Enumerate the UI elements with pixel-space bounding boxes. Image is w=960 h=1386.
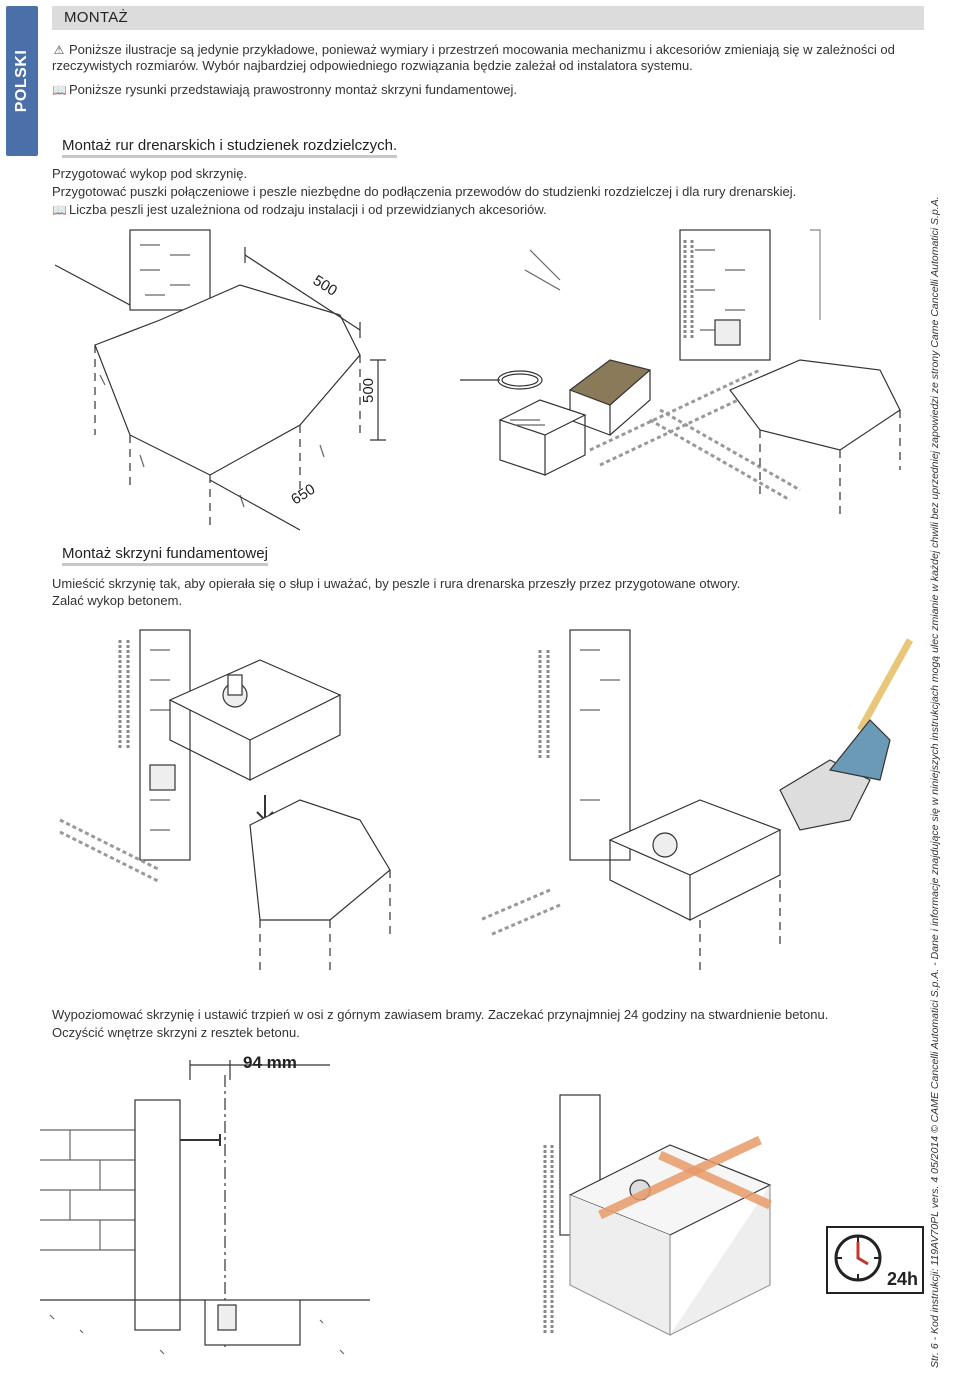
clock-icon [834,1234,882,1282]
warning-icon: ⚠ [53,43,65,57]
section3-line1: Wypoziomować skrzynię i ustawić trzpień … [52,1007,829,1022]
book-icon: 📖 [52,203,67,217]
leveling-illustration [543,1094,772,1336]
concrete-pouring-illustration [479,629,914,970]
dim-top-label: 500 [310,272,340,300]
cross-section-illustration: 94 mm [40,1053,370,1355]
section1-note-text: Liczba peszli jest uzależniona od rodzaj… [69,202,547,217]
excavation-illustration: 500 500 650 [54,229,386,531]
language-tab-label: POLSKI [13,49,30,113]
section1-heading-text: Montaż rur drenarskich i studzienek rozd… [62,137,398,154]
section3-line2: Oczyścić wnętrze skrzyni z resztek beton… [52,1025,300,1040]
section2-heading-text: Montaż skrzyni fundamentowej [62,545,268,562]
timer-label: 24h [886,1269,918,1289]
box-placement-illustration [59,629,391,975]
section1-heading: Montaż rur drenarskich i studzienek rozd… [62,137,398,158]
book-icon: 📖 [52,83,67,97]
language-tab: POLSKI [6,6,38,156]
section2-line1: Umieścić skrzynię tak, aby opierała się … [52,576,741,591]
dim-94mm-label: 94 mm [243,1053,297,1072]
section-header: MONTAŻ [52,6,924,30]
section1-line1: Przygotować wykop pod skrzynię. [52,166,248,181]
dim-side-label: 500 [360,378,377,403]
footer-vertical: Str. 6 - Kod instrukcji: 119AV70PL vers.… [929,196,958,1380]
section2-line2: Zalać wykop betonem. [52,593,183,608]
intro-note-text: Poniższe rysunki przedstawiają prawostro… [69,82,517,97]
warning-line2: rzeczywistych rozmiarów. Wybór najbardzi… [52,58,693,73]
dim-bottom-label: 650 [288,481,318,509]
junction-box-illustration [460,229,901,520]
section1-line2: Przygotować puszki połączeniowe i peszle… [52,184,797,199]
warning-line1: Poniższe ilustracje są jedynie przykłado… [69,42,895,57]
intro-note: 📖Poniższe rysunki przedstawiają prawostr… [52,82,517,98]
curing-timer: 24h [826,1226,924,1294]
section1-note: 📖Liczba peszli jest uzależniona od rodza… [52,202,547,218]
page-title: MONTAŻ [64,9,129,26]
footer-text: Str. 6 - Kod instrukcji: 119AV70PL vers.… [929,196,941,1368]
section2-heading: Montaż skrzyni fundamentowej [62,545,268,566]
warning-note: ⚠ Poniższe ilustracje są jedynie przykład… [52,42,912,74]
